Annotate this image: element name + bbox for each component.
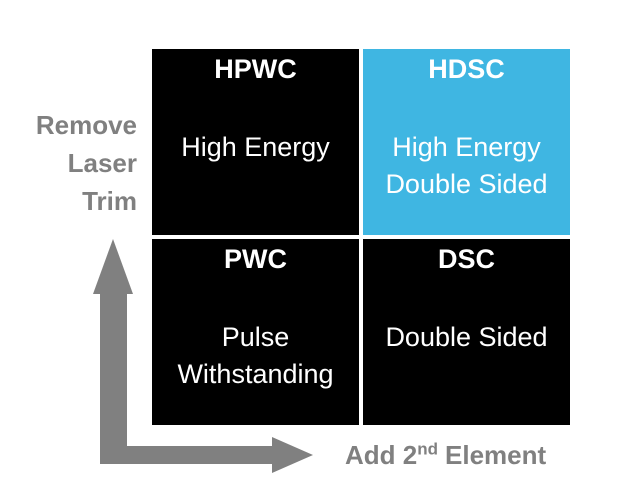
quadrant-hdsc: HDSC High Energy Double Sided <box>363 49 570 235</box>
quadrant-description: Double Sided <box>363 319 570 356</box>
x-axis-arrow-head-icon <box>272 437 313 473</box>
quadrant-code: HDSC <box>428 54 505 84</box>
quadrant-description-line: High Energy <box>181 132 330 162</box>
y-axis-label: Remove Laser Trim <box>0 106 137 220</box>
quadrant-dsc: DSC Double Sided <box>363 239 570 425</box>
quadrant-code: PWC <box>224 244 287 274</box>
y-axis-label-line: Remove <box>35 110 137 140</box>
quadrant-description: Pulse Withstanding <box>152 319 359 393</box>
x-axis-label-superscript: nd <box>417 439 439 459</box>
quadrant-code: HPWC <box>214 54 297 84</box>
quadrant-matrix: HPWC High Energy HDSC High Energy Double… <box>152 49 570 425</box>
quadrant-description-line: Double Sided <box>385 322 548 352</box>
quadrant-description: High Energy <box>152 129 359 166</box>
x-axis-label-prefix: Add 2 <box>345 440 418 470</box>
x-axis-arrow-shaft <box>100 446 272 464</box>
x-axis-label: Add 2nd Element <box>345 440 546 471</box>
x-axis-label-suffix: Element <box>445 440 547 470</box>
quadrant-description-line: Pulse <box>221 322 290 352</box>
y-axis-arrow-head-icon <box>93 239 133 294</box>
y-axis-arrow-shaft <box>100 294 127 464</box>
quadrant-description: High Energy Double Sided <box>363 129 570 203</box>
quadrant-description-line: Withstanding <box>177 359 334 389</box>
quadrant-description-line: Double Sided <box>385 169 548 199</box>
y-axis-label-line: Trim <box>82 186 137 216</box>
quadrant-pwc: PWC Pulse Withstanding <box>152 239 359 425</box>
quadrant-description-line: High Energy <box>392 132 541 162</box>
quadrant-hpwc: HPWC High Energy <box>152 49 359 235</box>
quadrant-code: DSC <box>437 244 495 274</box>
y-axis-label-line: Laser <box>67 148 137 178</box>
